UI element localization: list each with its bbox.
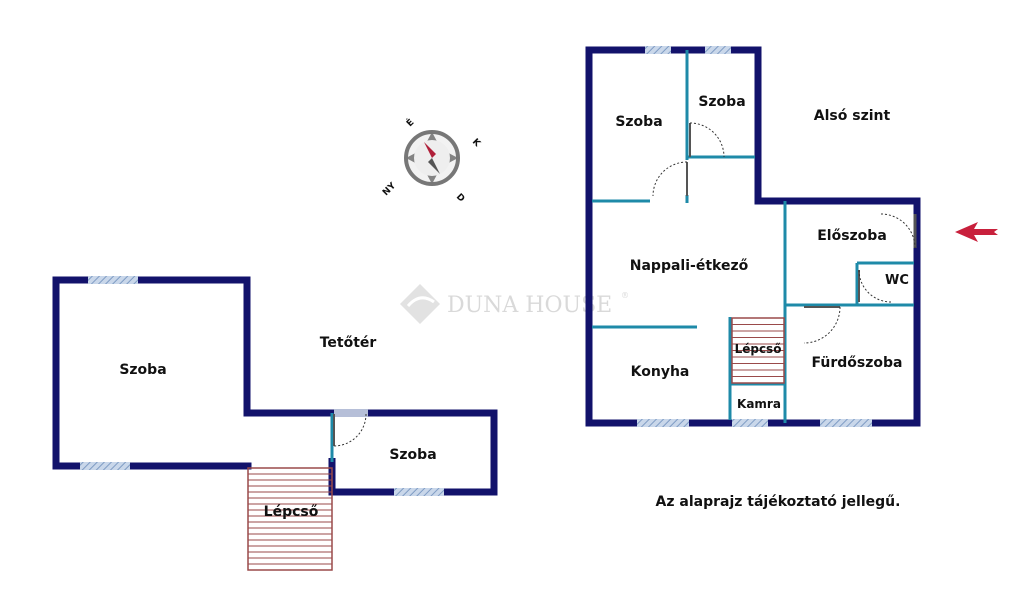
lower-level-window — [645, 46, 671, 54]
attic-room-szoba-big: Szoba — [119, 362, 166, 378]
watermark-logo-icon — [400, 284, 440, 324]
lower-level-doors — [652, 122, 917, 344]
room-label-nappali: Nappali-étkező — [630, 258, 749, 274]
lower-level-window — [820, 419, 872, 427]
lower-level-stairs — [731, 317, 785, 384]
lower-level-outer-wall — [585, 46, 921, 427]
attic-room-lepcso: Lépcső — [264, 504, 319, 520]
attic-title: Tetőtér — [320, 335, 377, 351]
lower-level-title: Alsó szint — [814, 108, 891, 124]
compass-needle-north-icon — [424, 142, 436, 158]
attic-roof-window — [334, 409, 368, 417]
compass-needle-south-icon — [428, 158, 440, 174]
lower-level-partitions — [592, 50, 914, 423]
attic-room-szoba-small: Szoba — [389, 447, 436, 463]
disclaimer-text: Az alaprajz tájékoztató jellegű. — [656, 494, 901, 510]
room-label-lepcso: Lépcső — [735, 342, 782, 356]
room-label-szoba-left: Szoba — [615, 114, 662, 130]
compass-label-n: É — [404, 116, 417, 129]
attic-plan: Tetőtér Szoba Szoba Lépcső — [52, 276, 498, 571]
watermark-text: DUNA HOUSE — [447, 293, 612, 318]
room-label-eloszoba: Előszoba — [817, 228, 887, 244]
room-label-kamra: Kamra — [737, 397, 781, 411]
compass-label-e: K — [470, 137, 483, 150]
attic-stairs — [247, 467, 333, 571]
room-label-furdoszoba: Fürdőszoba — [812, 355, 903, 371]
compass-label-s: D — [454, 192, 466, 204]
room-label-wc: WC — [885, 273, 909, 288]
lower-level-plan: Alsó szint Szoba Szoba Nappali-étkező El… — [585, 46, 998, 427]
entrance-arrow-icon — [955, 222, 998, 242]
watermark-registered-mark: ® — [621, 291, 629, 300]
attic-window — [88, 276, 138, 284]
attic-door — [333, 413, 367, 447]
attic-outer-wall — [52, 276, 498, 496]
lower-level-window — [732, 419, 768, 427]
compass-label-w: NY — [381, 181, 398, 198]
attic-window — [394, 488, 444, 496]
lower-level-window — [705, 46, 731, 54]
room-label-szoba-small: Szoba — [698, 94, 745, 110]
attic-window — [80, 462, 130, 470]
lower-level-window — [637, 419, 689, 427]
watermark: DUNA HOUSE ® — [400, 284, 629, 324]
compass: É K D NY — [381, 116, 483, 204]
room-label-konyha: Konyha — [631, 364, 690, 380]
